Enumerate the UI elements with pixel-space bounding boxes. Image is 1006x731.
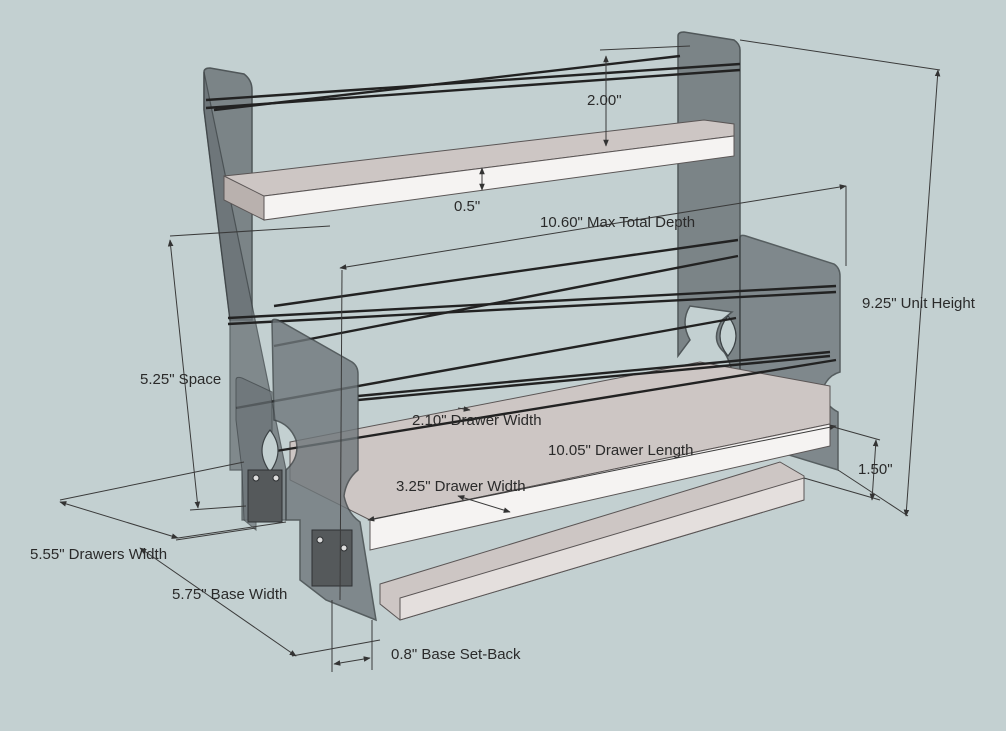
dim-drawer-width-lower: [457, 495, 511, 513]
label-base-set-back: 0.8" Base Set-Back: [391, 646, 521, 663]
dim-unit-height: [903, 69, 941, 517]
dim-base-width: [139, 547, 297, 657]
label-drawer-length: 10.05" Drawer Length: [548, 442, 694, 459]
dimension-lines: [59, 39, 941, 672]
label-unit-height: 9.25" Unit Height: [862, 295, 975, 312]
middle-rods: [227, 238, 837, 454]
dim-drawer-width-upper: [457, 406, 471, 412]
label-drawer-width-upper: 2.10" Drawer Width: [412, 412, 542, 429]
dim-max-depth: [339, 184, 847, 270]
label-drawers-width: 5.55" Drawers Width: [30, 546, 168, 563]
label-base-width: 5.75" Base Width: [172, 586, 288, 603]
dim-drawer-bottom-height: [869, 439, 879, 501]
top-rods: [205, 54, 741, 112]
label-drawer-width-lower: 3.25" Drawer Width: [396, 478, 526, 495]
dim-drawer-length: [367, 424, 837, 522]
label-drawer-bottom-height: 1.50": [858, 461, 893, 478]
label-space: 5.25" Space: [140, 371, 222, 388]
dim-base-set-back: [333, 656, 371, 666]
label-max-total-depth: 10.60" Max Total Depth: [540, 214, 696, 231]
label-shelf-thickness: 0.5": [454, 198, 481, 215]
dim-space: [167, 239, 201, 509]
dim-drawers-width: [59, 501, 179, 539]
drawer-slides: [247, 469, 353, 587]
label-top-gap: 2.00": [587, 92, 622, 109]
